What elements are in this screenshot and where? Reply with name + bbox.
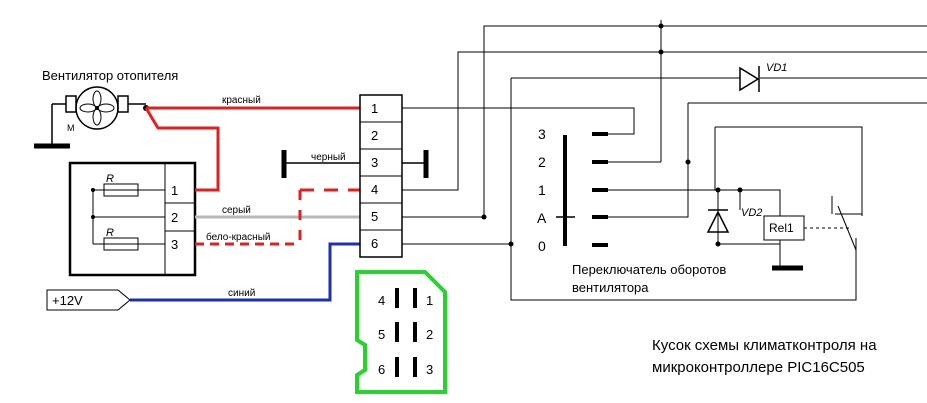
connector-pin-5: 5: [371, 209, 378, 224]
switch-title-line2: вентилятора: [572, 280, 649, 295]
switch-position-3: 3: [538, 126, 546, 142]
blue-wire: [130, 242, 360, 302]
switch-title-line1: Переключатель оборотов: [572, 262, 726, 277]
grey-wire-label: серый: [222, 205, 251, 216]
white-red-wire-label: бело-красный: [206, 231, 270, 243]
resistor-top: [103, 183, 139, 197]
motor-label: M: [67, 123, 75, 133]
blue-wire-label: синий: [228, 288, 255, 299]
junctions: [481, 23, 743, 247]
speed-switch: 3 2 1 A 0 Переключатель оборотов вентиля…: [537, 126, 726, 295]
supply-terminal: +12V: [46, 289, 131, 311]
right-wiring: [402, 20, 927, 301]
relay-rel1: Rel1: [763, 196, 863, 271]
red-wire-label: красный: [222, 95, 261, 106]
note-line1: Кусок схемы климатконтроля на: [652, 337, 877, 354]
connector-pin-3: 3: [371, 155, 378, 170]
plug-connector: 4 5 6 1 2 3: [355, 270, 447, 394]
supply-label: +12V: [52, 293, 83, 308]
vd1-label: VD1: [766, 62, 787, 74]
resistor-pin-1: 1: [171, 183, 178, 198]
resistor-block: R R 1 2 3: [68, 161, 197, 277]
main-connector: 1 2 3 4 5 6: [359, 94, 403, 258]
plug-pin-2: 2: [426, 327, 433, 342]
switch-position-A: A: [537, 210, 547, 226]
resistor-bottom: [103, 237, 139, 251]
rel1-label: Rel1: [769, 221, 794, 235]
caption-note: Кусок схемы климатконтроля на микроконтр…: [652, 337, 877, 376]
switch-position-0: 0: [538, 238, 546, 254]
resistor-pin-3: 3: [171, 237, 178, 252]
plug-pin-4: 4: [378, 293, 385, 308]
resistor-bottom-label: R: [106, 227, 114, 239]
connector-pin-4: 4: [371, 182, 378, 197]
plug-pin-6: 6: [378, 362, 385, 377]
diode-vd1: VD1: [739, 62, 787, 92]
note-line2: микроконтроллере PIC16C505: [652, 359, 865, 376]
fan-title: Вентилятор отопителя: [42, 68, 178, 83]
connector-pin-2: 2: [371, 128, 378, 143]
diode-vd2: VD2: [706, 187, 781, 245]
resistor-pin-2: 2: [171, 210, 178, 225]
plug-outline: [355, 270, 447, 394]
plug-pin-5: 5: [378, 327, 385, 342]
connector-pin-1: 1: [371, 101, 378, 116]
connector-pin-6: 6: [371, 236, 378, 251]
plug-pin-1: 1: [426, 293, 433, 308]
plug-pin-3: 3: [426, 362, 433, 377]
black-wire-label: черный: [311, 152, 346, 163]
red-wire-fan-to-block: [144, 107, 220, 192]
colored-wires: красный серый бело-красный черный синий: [130, 95, 426, 302]
switch-position-2: 2: [538, 154, 546, 170]
resistor-top-label: R: [106, 173, 114, 185]
fan-motor: Вентилятор отопителя M: [34, 68, 178, 149]
vd2-label: VD2: [741, 207, 762, 219]
fan-icon: [79, 90, 115, 126]
switch-position-1: 1: [538, 182, 546, 198]
